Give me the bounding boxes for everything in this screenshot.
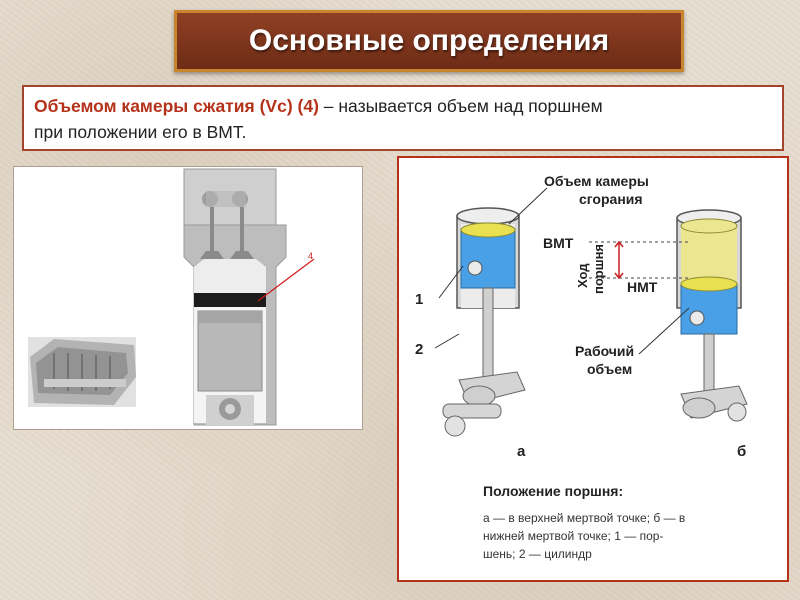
definition-text-line2: при положении его в ВМТ. [34,122,247,142]
slide-title: Основные определения [248,24,610,57]
definition-box: Объемом камеры сжатия (Vc) (4) – называе… [22,85,784,151]
label-chamber-line1: Объем камеры [544,173,649,189]
cylinder-b [676,209,748,422]
label-chamber-line2: сгорания [579,191,643,207]
label-position-b: б [737,443,746,460]
definition-marker: (4) [297,96,319,116]
label-vmt: ВМТ [543,235,574,251]
piston-position-panel: Объем камеры сгорания ВМТ НМТ Ход поршня… [397,156,789,582]
caption-heading: Положение поршня: [483,483,623,499]
label-stroke-line2: поршня [591,244,606,294]
callout-line [257,258,315,302]
label-work-line2: объем [587,361,632,377]
compression-chamber-band [194,293,266,307]
caption-line3: шень; 2 — цилиндр [483,547,592,561]
slide-title-box: Основные определения [174,10,684,72]
cylinder-section-diagram: 4 [28,168,315,426]
definition-text-line1: – называется объем над поршнем [318,96,603,116]
callout-number: 4 [308,251,313,261]
cylinder-section-panel: 4 [13,166,363,430]
caption-line1: а — в верхней мертвой точке; б — в [483,511,685,525]
label-nmt: НМТ [627,279,658,295]
piston-position-diagram: Объем камеры сгорания ВМТ НМТ Ход поршня… [415,173,748,561]
definition-term: Объемом камеры сжатия (Vc) [34,96,293,116]
label-position-a: а [517,443,526,460]
label-stroke-line1: Ход [575,263,590,288]
cylinder-a [442,207,526,437]
label-cylinder-number: 2 [415,341,423,358]
caption-line2: нижней мертвой точке; 1 — пор- [483,529,663,543]
label-piston-number: 1 [415,291,423,308]
label-work-line1: Рабочий [575,343,634,359]
engine-block-image [28,337,136,407]
